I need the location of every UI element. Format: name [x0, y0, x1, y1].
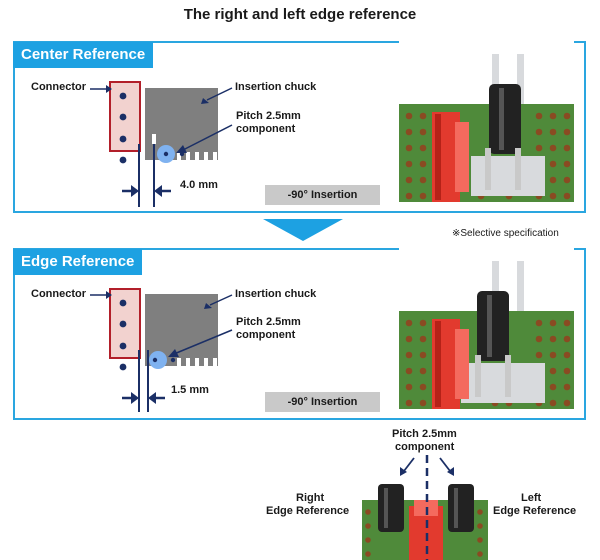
connector	[109, 81, 141, 152]
edge-reference-heading: Edge Reference	[13, 249, 143, 275]
insertion-badge: -90° Insertion	[265, 185, 380, 205]
selective-specification-note: ※Selective specification	[452, 228, 559, 239]
connector	[109, 288, 141, 359]
connector-label: Connector	[31, 288, 86, 300]
page-title: The right and left edge reference	[183, 6, 417, 23]
left-edge-label-line2: Edge Reference	[493, 505, 577, 517]
component-label-line1: Pitch 2.5mm	[236, 316, 301, 328]
component-label-line2: component	[236, 329, 296, 341]
connector-label: Connector	[31, 81, 86, 93]
insertion-chuck	[145, 294, 218, 366]
gap-label: 4.0 mm	[180, 179, 218, 191]
center-reference-heading: Center Reference	[13, 42, 154, 68]
insertion-chuck-label: Insertion chuck	[235, 81, 317, 93]
right-edge-label-line1: Right	[296, 492, 325, 504]
insertion-chuck-label: Insertion chuck	[235, 288, 317, 300]
pitch-label-line1: Pitch 2.5mm	[392, 428, 457, 440]
insertion-badge: -90° Insertion	[265, 392, 380, 412]
pitch-label-line2: component	[395, 441, 455, 453]
left-edge-label-line1: Left	[521, 492, 542, 504]
insertion-chuck	[145, 88, 218, 160]
right-edge-label-line2: Edge Reference	[266, 505, 350, 517]
component-label-line1: Pitch 2.5mm	[236, 110, 301, 122]
component-label-line2: component	[236, 123, 296, 135]
gap-label: 1.5 mm	[171, 384, 209, 396]
